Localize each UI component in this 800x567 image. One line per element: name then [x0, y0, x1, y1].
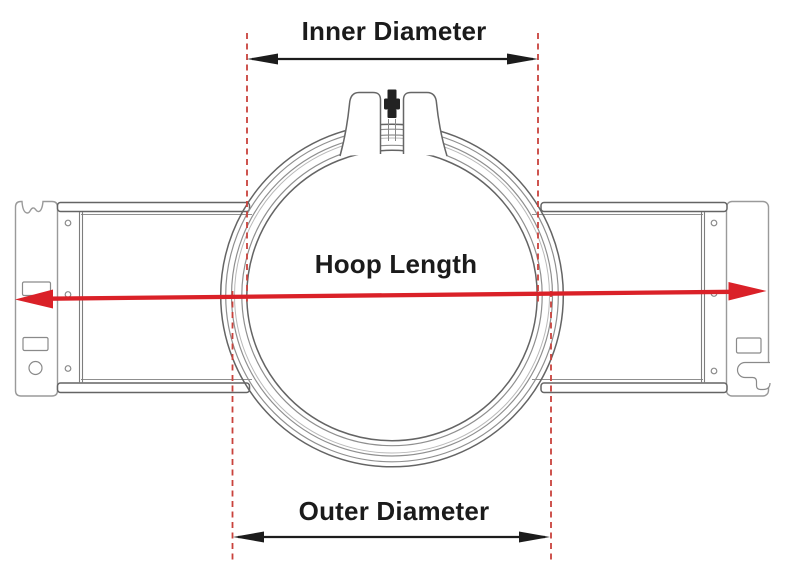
right-plate-hole-top	[710, 219, 718, 227]
right-top-rail	[540, 201, 728, 213]
left-bottom-rail	[56, 382, 251, 394]
left-plate-slot-lower	[22, 336, 49, 352]
hoop-clamp	[339, 89, 448, 157]
inner-diameter-arrowhead-right	[507, 53, 538, 65]
left-plate-hole-bottom	[64, 365, 72, 372]
hoop-length-arrow-shaft	[47, 289, 734, 301]
clamp-screw-icon	[384, 89, 400, 118]
left-plate-hole-top	[64, 219, 72, 227]
right-bottom-rail	[540, 382, 728, 394]
hoop-length-label: Hoop Length	[314, 249, 478, 279]
frame-rails	[56, 201, 728, 394]
inner-diameter-label: Inner Diameter	[301, 16, 487, 46]
inner-diameter-arrowhead-left	[247, 53, 278, 65]
left-plate-hole-large	[28, 360, 43, 376]
left-top-rail	[56, 201, 251, 213]
hoop-length-arrowhead-right	[728, 282, 767, 301]
guide-lines	[231, 33, 552, 562]
outer-diameter-arrowhead-left	[233, 531, 264, 543]
clamp-left-tab-outline	[339, 91, 382, 157]
inner-diameter-arrow	[247, 53, 538, 65]
right-plate-hook-notch	[736, 361, 771, 391]
right-plate-slot	[735, 337, 762, 354]
hoop-length-arrow	[15, 282, 767, 309]
right-bracket-plate	[710, 200, 771, 397]
hoop-length-arrowhead-left	[15, 289, 53, 309]
right-plate-hole-bottom	[710, 367, 718, 375]
outer-diameter-arrow	[233, 531, 550, 543]
outer-diameter-arrowhead-right	[519, 531, 550, 543]
outer-diameter-label: Outer Diameter	[298, 496, 490, 526]
clamp-left-tab-fill	[340, 92, 381, 156]
clamp-right-tab-fill	[403, 92, 447, 156]
clamp-right-tab-outline	[402, 91, 448, 157]
